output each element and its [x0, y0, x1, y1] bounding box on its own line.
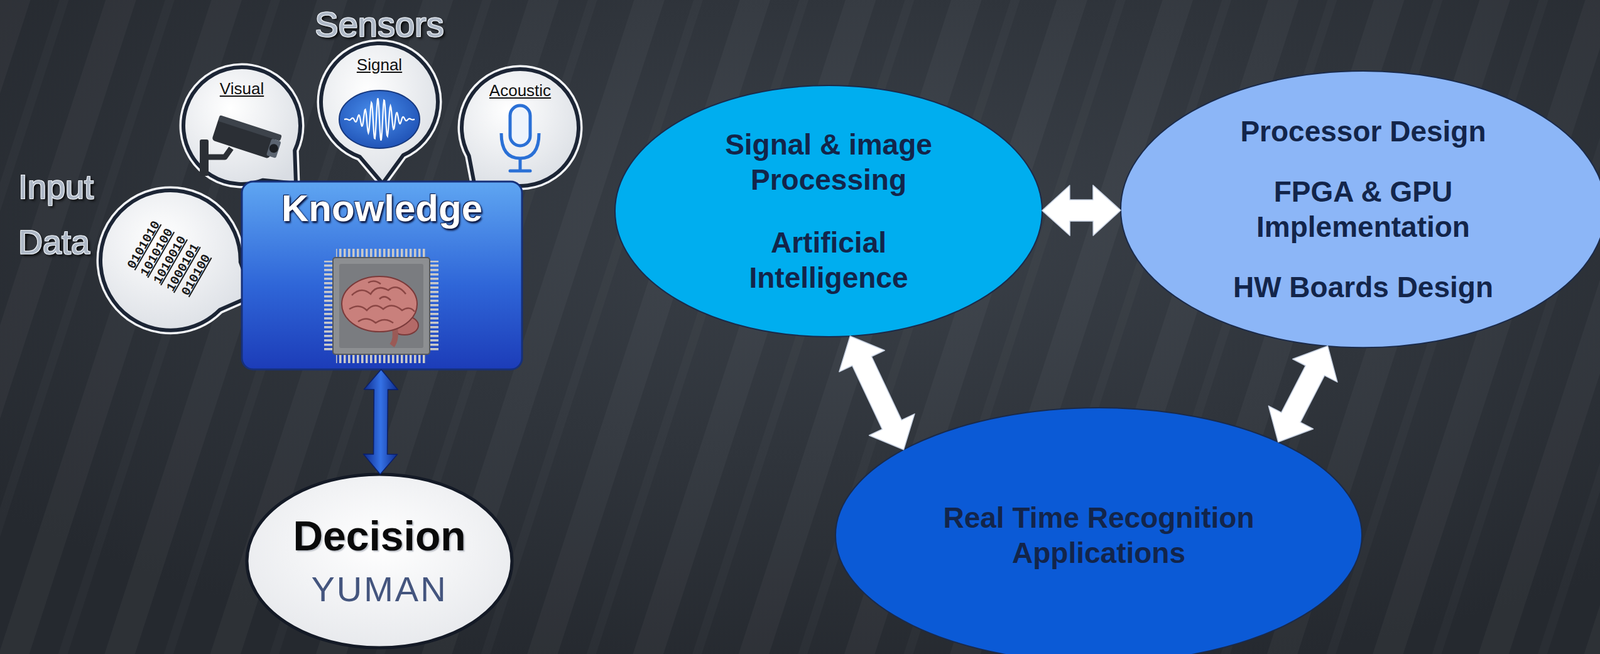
node-text: 0101010 1010100 1010010 1000101 010100: [123, 216, 218, 305]
chip-body: [332, 257, 430, 355]
bubble-shape: [321, 43, 438, 184]
node-outline: [1120, 70, 1600, 348]
sensor-callout: Signal: [321, 43, 438, 161]
double-arrow: [363, 369, 399, 475]
brain-gyri: [349, 280, 415, 323]
decision-ellipse: DecisionYUMAN: [246, 474, 512, 648]
box-shape: [241, 181, 523, 370]
camera-wall-plate: [199, 139, 209, 176]
wave-disc: [339, 90, 420, 149]
sensor-callout: Visual: [183, 67, 301, 185]
wave-line: [344, 97, 415, 141]
node-text: Signal & image Processing: [702, 126, 955, 198]
node-outline: [614, 85, 1043, 337]
ellipse-shape: [1120, 70, 1600, 348]
ellipse-shape: [835, 407, 1362, 654]
bubble-shape: [100, 190, 253, 331]
bubble-shape: [461, 69, 579, 186]
bubble-halo: [183, 67, 301, 185]
double-arrow: [1042, 185, 1121, 236]
bubble-halo: [100, 190, 253, 331]
node-text: FPGA & GPU Implementation: [1212, 174, 1514, 245]
bubble-halo: [321, 43, 438, 184]
node-text: Signal: [356, 55, 403, 75]
ellipse-shape: [246, 474, 512, 648]
topic-ellipse: Signal & image ProcessingArtificial Inte…: [614, 85, 1043, 337]
side-label: Input Data: [18, 158, 151, 270]
topic-ellipse: Processor DesignFPGA & GPU Implementatio…: [1120, 70, 1600, 348]
mic-capsule: [510, 105, 531, 146]
node-text: Acoustic: [489, 81, 551, 101]
camera-lens-glass: [268, 142, 280, 154]
group-heading: Sensors: [314, 3, 444, 45]
double-arrow: [1268, 346, 1338, 443]
chip-icon: [324, 248, 439, 364]
sensor-callout: Acoustic: [461, 69, 579, 186]
chip-die: [339, 263, 424, 349]
mic-stem: [518, 158, 523, 170]
node-text: Decision: [292, 512, 466, 561]
bubble-halo: [461, 69, 579, 186]
node-text: Knowledge: [281, 186, 483, 230]
topic-ellipse: Real Time Recognition Applications: [835, 407, 1362, 654]
node-text: Visual: [219, 79, 264, 99]
ellipse-shape: [614, 85, 1043, 337]
node-outline: [246, 474, 512, 648]
node-text: Processor Design: [1240, 113, 1486, 149]
node-text: Artificial Intelligence: [702, 224, 955, 296]
node-text: YUMAN: [310, 569, 448, 610]
mic-base: [510, 169, 531, 173]
knowledge-box: Knowledge: [241, 181, 523, 370]
brain-cerebrum: [341, 276, 418, 332]
bubble-shape: [183, 67, 301, 185]
data-callout: 0101010 1010100 1010010 1000101 010100: [100, 190, 241, 331]
double-arrow: [839, 336, 915, 450]
node-text: Real Time Recognition Applications: [910, 500, 1288, 571]
wave-icon: [339, 90, 420, 149]
node-text: HW Boards Design: [1233, 269, 1494, 305]
